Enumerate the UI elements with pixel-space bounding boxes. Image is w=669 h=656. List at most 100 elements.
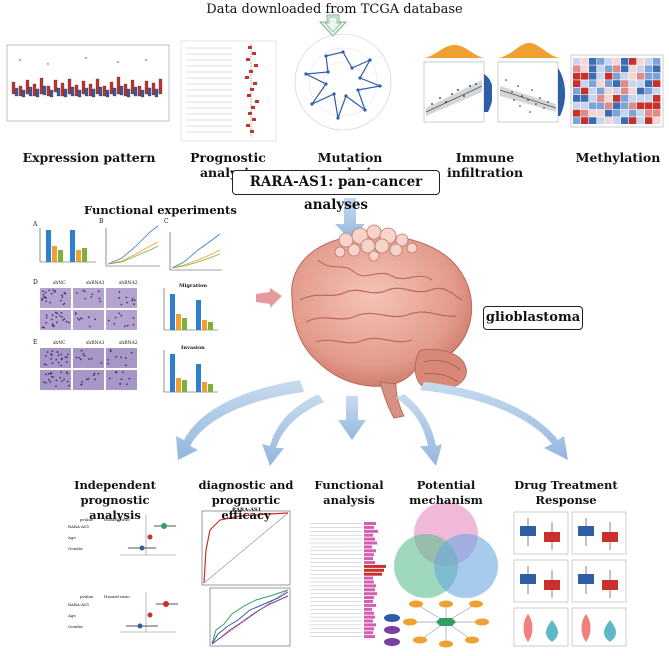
heatmap-cell	[589, 58, 597, 65]
heatmap-cell	[621, 72, 629, 80]
cell-dot	[120, 378, 123, 380]
microscopy-tile	[73, 310, 104, 330]
cell-dot	[79, 358, 82, 361]
cell-dot	[85, 378, 88, 381]
heatmap-cell	[621, 102, 629, 110]
heatmap-cell	[581, 72, 589, 80]
cell-dot	[66, 361, 68, 363]
cell-dot	[118, 297, 121, 299]
forest-row-rara-2: RARA-AS1	[68, 602, 90, 607]
cell-dot	[48, 289, 51, 292]
cell-dot	[45, 363, 48, 366]
brain-illustration	[291, 224, 473, 419]
cell-dot	[42, 290, 44, 293]
heatmap-cell	[605, 80, 613, 87]
heatmap-cell	[645, 58, 653, 65]
cell-dot	[67, 384, 70, 387]
cell-dot	[66, 380, 69, 383]
heatmap-cell	[589, 109, 597, 117]
panel-letter-b: B	[99, 218, 104, 225]
heatmap-cell	[573, 80, 581, 87]
heatmap-cell	[621, 95, 629, 102]
heatmap-cell	[637, 102, 645, 110]
heatmap-cell	[589, 80, 597, 87]
cell-dot	[56, 351, 59, 353]
heatmap-cell	[629, 117, 637, 124]
enrichment-bar	[364, 631, 373, 635]
cell-dot	[90, 296, 93, 298]
drug-box-low	[520, 526, 536, 536]
enrichment-bar	[364, 549, 376, 553]
heatmap-cell	[613, 95, 621, 102]
cell-dot	[59, 299, 62, 302]
heatmap-cell	[613, 117, 621, 124]
cell-dot	[131, 299, 134, 302]
heatmap-cell	[581, 87, 589, 95]
cell-dot	[45, 316, 48, 319]
enrichment-bar	[364, 584, 376, 588]
cell-dot	[56, 321, 58, 324]
cell-dot	[133, 299, 136, 302]
heatmap-cell	[629, 109, 637, 117]
violin-teal	[546, 620, 558, 642]
cell-dot	[51, 318, 53, 321]
roc-curves	[201, 510, 291, 647]
cell-dot	[50, 292, 53, 295]
cell-dot	[52, 376, 55, 378]
drug-box-low	[578, 574, 594, 584]
heatmap-cell	[653, 80, 661, 87]
cell-dot	[55, 379, 58, 382]
heatmap-cell	[653, 102, 661, 110]
microscopy-tile	[40, 288, 71, 308]
enrichment-bar	[364, 635, 375, 639]
group-label-shrna1-e: shRNA1	[86, 341, 105, 346]
cell-dot	[51, 350, 54, 353]
violin-red	[581, 614, 591, 642]
microscopy-tile	[106, 310, 137, 330]
enrichment-bar	[364, 596, 374, 600]
microscopy-tile	[40, 370, 71, 390]
independent-forest-plots	[120, 515, 178, 633]
cell-dot	[66, 372, 69, 375]
cell-dot	[78, 356, 81, 359]
heatmap-cell	[637, 95, 645, 102]
panel-letter-a: A	[33, 221, 38, 228]
heatmap-cell	[581, 109, 589, 117]
heatmap-cell	[573, 95, 581, 102]
drug-response-boxplots	[513, 511, 627, 647]
cell-dot	[118, 312, 121, 315]
heatmap-cell	[645, 102, 653, 110]
heatmap-cell	[581, 117, 589, 124]
drug-box-low	[578, 526, 594, 536]
cell-dot	[76, 317, 79, 320]
mutation-radar-chart	[294, 33, 392, 131]
cell-dot	[92, 374, 95, 377]
heatmap-cell	[621, 58, 629, 65]
heatmap-cell	[629, 80, 637, 87]
heatmap-cell	[621, 80, 629, 87]
cell-dot	[64, 356, 67, 358]
cell-dot	[97, 290, 100, 293]
cell-dot	[125, 364, 128, 367]
cell-dot	[44, 291, 47, 294]
heatmap-cell	[573, 72, 581, 80]
cell-dot	[93, 372, 96, 375]
enrichment-bar	[364, 607, 372, 611]
cell-dot	[83, 290, 86, 293]
heatmap-cell	[653, 95, 661, 102]
cell-dot	[41, 299, 43, 301]
cell-dot	[67, 353, 69, 356]
cell-dot	[54, 290, 57, 292]
heatmap-cell	[597, 65, 605, 73]
enrichment-bar	[364, 576, 373, 580]
cell-dot	[126, 301, 128, 304]
heatmap-cell	[573, 102, 581, 110]
heatmap-cell	[645, 65, 653, 73]
cell-dot	[44, 382, 47, 384]
heatmap-cell	[645, 109, 653, 117]
cell-dot	[120, 314, 123, 317]
immune-scatter-right	[492, 42, 567, 136]
heatmap-cell	[605, 102, 613, 110]
